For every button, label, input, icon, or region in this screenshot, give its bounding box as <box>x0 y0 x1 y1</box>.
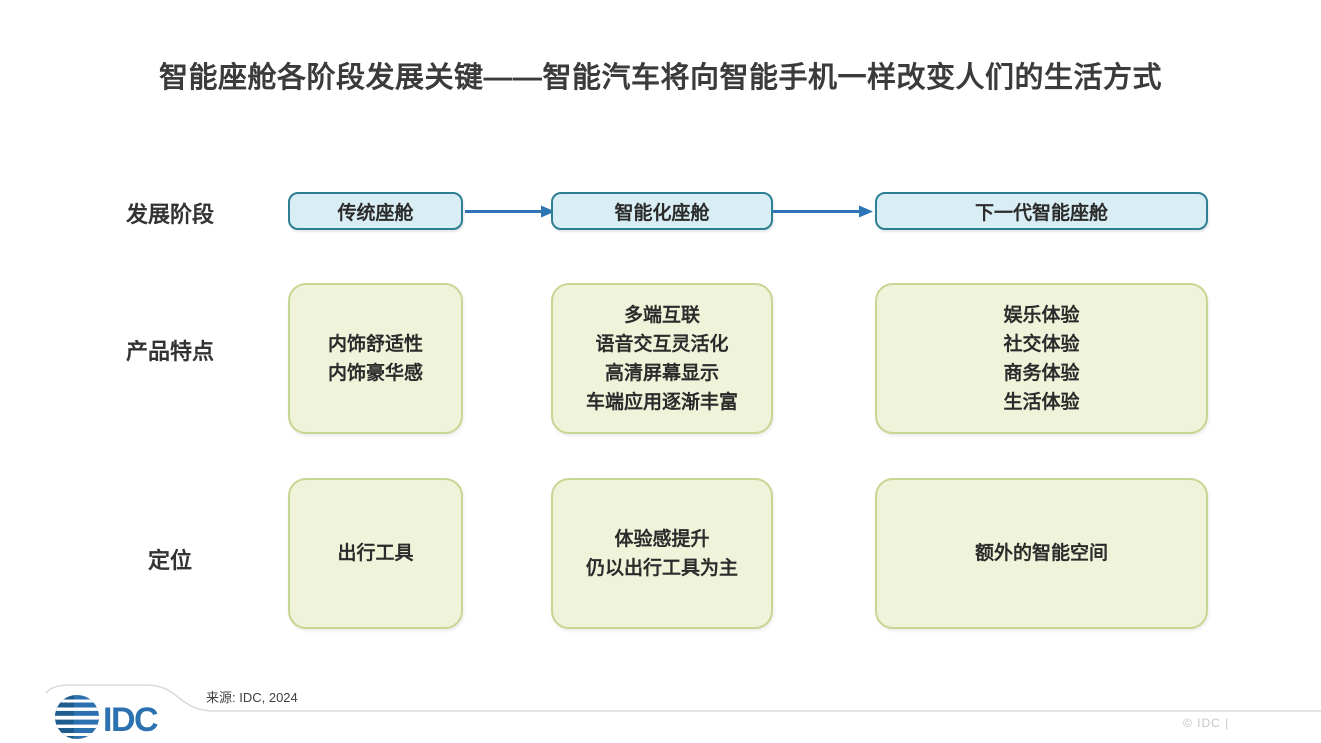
row-label-development-stage: 发展阶段 <box>125 202 214 227</box>
features-box-intelligent: 多端互联 语音交互灵活化 高清屏幕显示 车端应用逐渐丰富 <box>551 283 773 434</box>
positioning-box-next-gen: 额外的智能空间 <box>875 478 1208 629</box>
row-label-positioning: 定位 <box>147 548 192 573</box>
idc-globe-icon <box>55 695 99 739</box>
footer-divider-swoosh <box>45 684 1321 712</box>
features-box-next-gen: 娱乐体验 社交体验 商务体验 生活体验 <box>875 283 1208 434</box>
positioning-box-traditional: 出行工具 <box>288 478 463 629</box>
positioning-box-intelligent: 体验感提升 仍以出行工具为主 <box>551 478 773 629</box>
arrow-right-icon <box>772 205 873 218</box>
page-title: 智能座舱各阶段发展关键——智能汽车将向智能手机一样改变人们的生活方式 <box>158 62 1162 94</box>
arrow-right-icon <box>465 205 555 218</box>
idc-logo: IDC <box>55 695 160 739</box>
idc-logo-text: IDC <box>103 701 158 739</box>
row-label-product-features: 产品特点 <box>125 339 214 364</box>
copyright-text: © IDC | <box>1183 716 1230 730</box>
stage-box-next-gen-cockpit: 下一代智能座舱 <box>875 192 1208 230</box>
stage-box-traditional-cockpit: 传统座舱 <box>288 192 463 230</box>
stage-box-intelligent-cockpit: 智能化座舱 <box>551 192 773 230</box>
source-attribution: 来源: IDC, 2024 <box>206 690 298 705</box>
features-box-traditional: 内饰舒适性 内饰豪华感 <box>288 283 463 434</box>
